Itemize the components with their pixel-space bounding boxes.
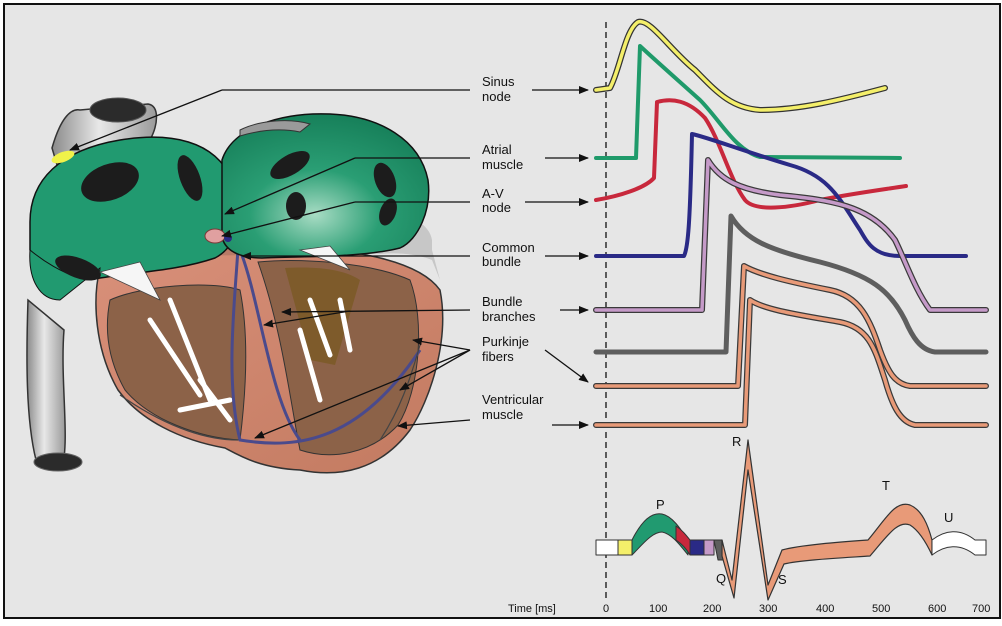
ecg-sinus-segment [618,540,632,555]
time-tick: 100 [649,603,667,615]
label-bundle-branches-line2: branches [482,309,536,324]
ecg-baseline-start [596,540,618,555]
wave-label-r: R [732,434,741,449]
time-tick: 200 [703,603,721,615]
wave-label-u: U [944,510,953,525]
ecg-bundle-branches-segment [704,540,714,555]
label-atrial-muscle-line1: Atrial [482,142,512,157]
wave-label-t: T [882,478,890,493]
time-tick: 500 [872,603,890,615]
wave-label-s: S [778,572,787,587]
label-common-bundle-line2: bundle [482,254,521,269]
time-tick: 300 [759,603,777,615]
time-tick: 0 [603,603,609,615]
label-sinus-node-line1: Sinus [482,74,515,89]
label-av-node-line1: A-V [482,186,504,201]
label-ventricular-muscle-line2: muscle [482,407,523,422]
ecg-common-bundle-segment [690,540,704,555]
label-common-bundle-line1: Common [482,240,535,255]
wave-label-p: P [656,497,665,512]
time-tick: 700 [972,603,990,615]
label-atrial-muscle-line2: muscle [482,157,523,172]
label-sinus-node-line2: node [482,89,511,104]
label-purkinje-fibers-line1: Purkinje [482,334,529,349]
label-av-node-line2: node [482,200,511,215]
time-tick: 400 [816,603,834,615]
label-ventricular-muscle-line1: Ventricular [482,392,544,407]
time-tick: 600 [928,603,946,615]
time-axis-label: Time [ms] [508,603,556,615]
wave-label-q: Q [716,571,726,586]
label-purkinje-fibers-line2: fibers [482,349,514,364]
label-bundle-branches-line1: Bundle [482,294,522,309]
